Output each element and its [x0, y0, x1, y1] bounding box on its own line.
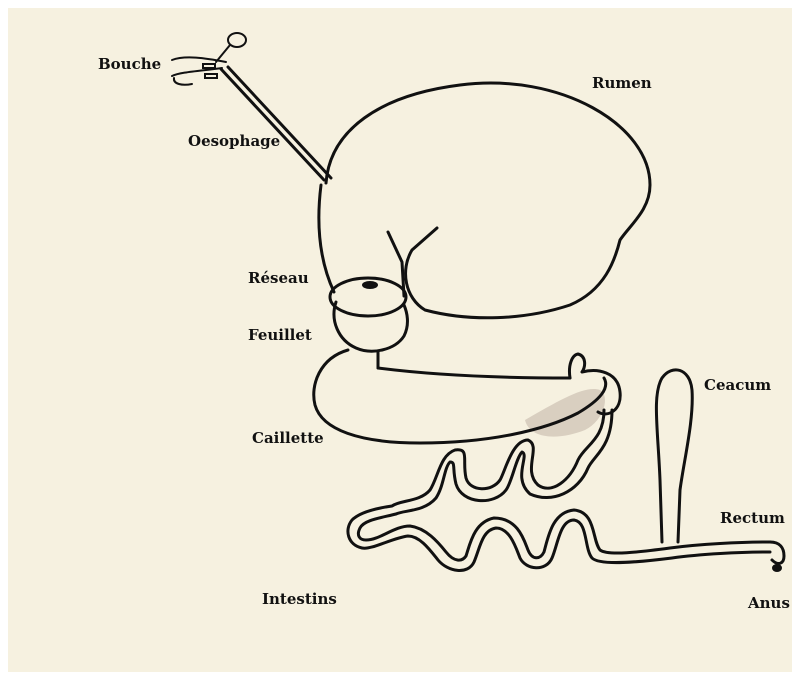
label-oesophage: Oesophage — [188, 132, 280, 150]
label-anus: Anus — [748, 594, 790, 612]
rectum-end — [770, 542, 784, 563]
caillette-upper-wall — [378, 368, 570, 378]
digestive-system-drawing — [8, 8, 792, 672]
anus-mark — [772, 564, 782, 572]
label-rectum: Rectum — [720, 509, 785, 527]
ceacum-outline — [656, 370, 692, 542]
oesophagus-tube — [221, 67, 331, 180]
reseau-shape — [330, 278, 406, 316]
label-reseau: Réseau — [248, 269, 309, 287]
label-feuillet: Feuillet — [248, 326, 312, 344]
mouth-shape — [172, 33, 246, 85]
rumen-left-wall — [319, 185, 334, 292]
label-rumen: Rumen — [592, 74, 652, 92]
label-ceacum: Ceacum — [704, 376, 771, 394]
label-caillette: Caillette — [252, 429, 324, 447]
label-intestins: Intestins — [262, 590, 337, 608]
diagram-canvas: Bouche Oesophage Rumen Réseau Feuillet C… — [8, 8, 792, 672]
label-bouche: Bouche — [98, 55, 161, 73]
